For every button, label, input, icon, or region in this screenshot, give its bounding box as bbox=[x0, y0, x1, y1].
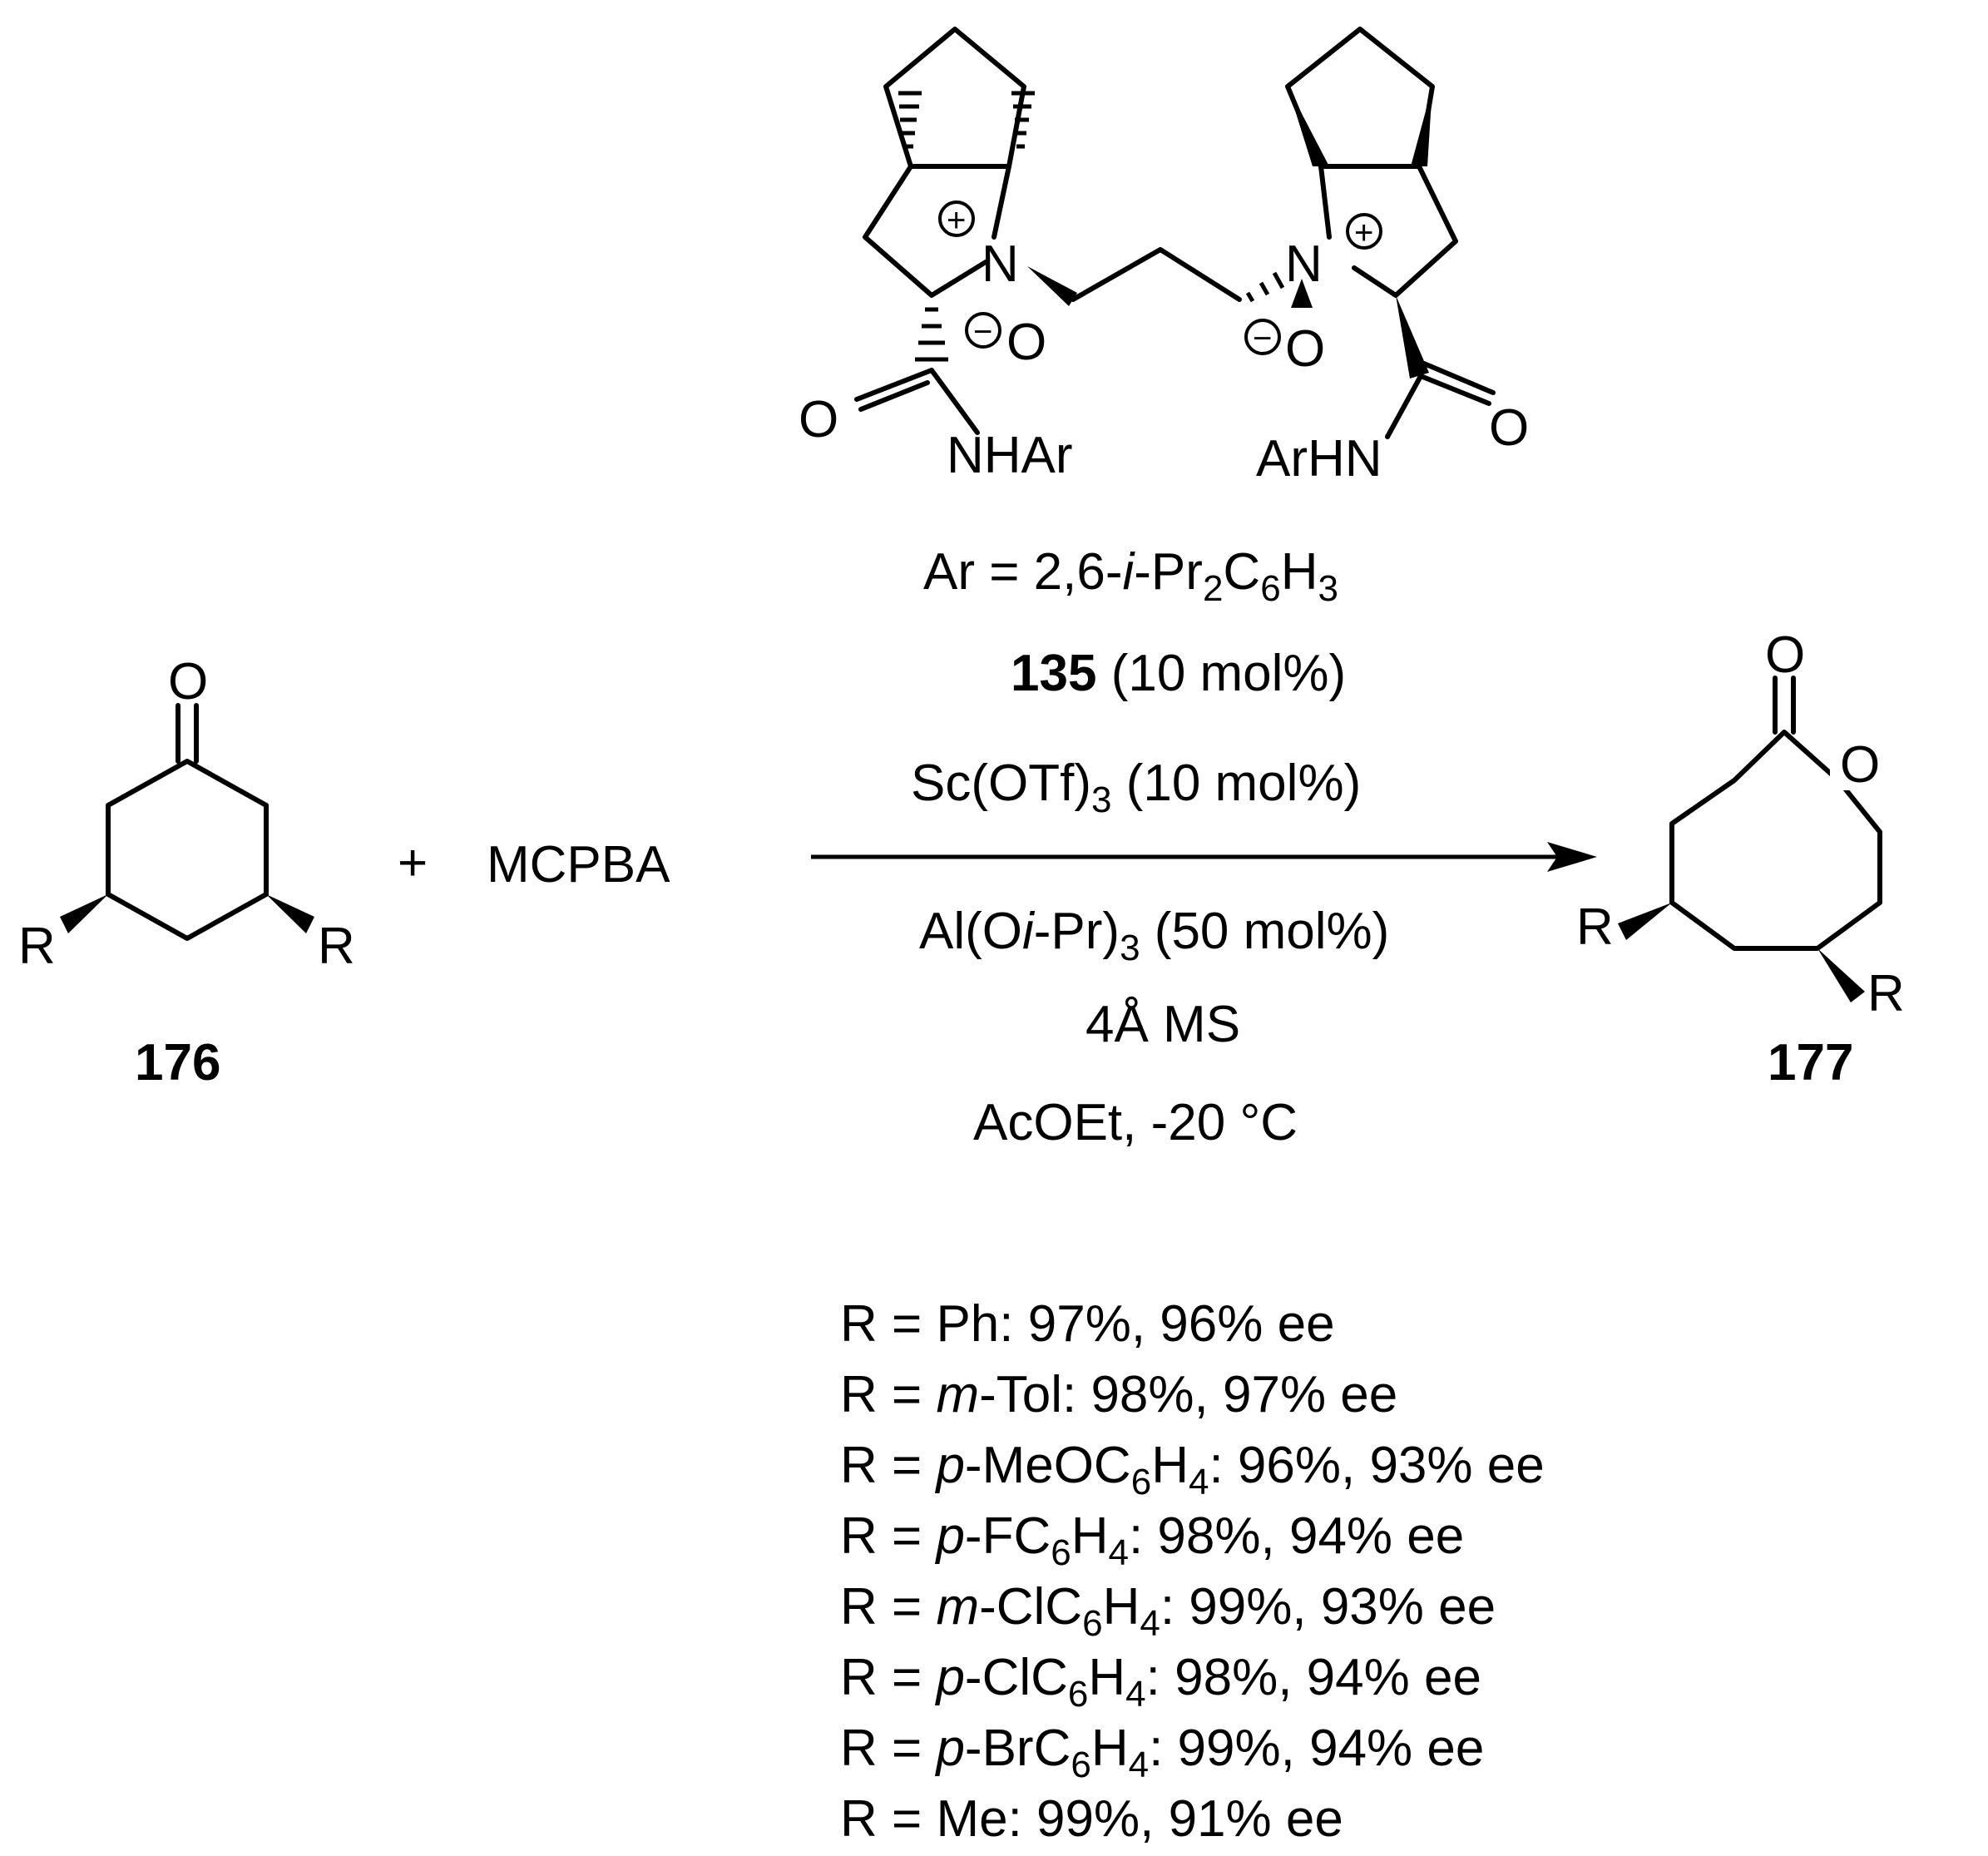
product-right-r: R bbox=[1867, 965, 1905, 1022]
substrate-left-r: R bbox=[18, 918, 56, 975]
reaction-arrow bbox=[811, 842, 1597, 872]
left-n-oxide-o: O bbox=[1006, 314, 1046, 371]
left-minus-charge: − bbox=[973, 314, 992, 350]
substrate-right-r-wedge bbox=[266, 894, 314, 933]
catalyst-structure: N + O − O NHAr N + O − O ArHN bbox=[799, 27, 1529, 488]
substrate-left-r-wedge bbox=[60, 894, 108, 933]
condition-solvent-temperature: AcOEt, -20 °C bbox=[973, 1094, 1298, 1151]
product-right-r-wedge bbox=[1817, 948, 1865, 1002]
condition-aluminum: Al(Oi-Pr)3 (50 mol%) bbox=[919, 903, 1389, 968]
left-plus-charge: + bbox=[947, 202, 966, 239]
ar-definition: Ar = 2,6-i-Pr2C6H3 bbox=[923, 543, 1338, 609]
ketone-oxygen: O bbox=[168, 653, 208, 710]
right-minus-charge-circle bbox=[1244, 319, 1281, 355]
reagent-mcpba: MCPBA bbox=[487, 836, 670, 893]
product-structure: O O R R bbox=[1576, 626, 1905, 1022]
left-pyrrolidine-ring bbox=[863, 164, 1011, 298]
lactone-ring bbox=[1669, 730, 1882, 951]
plus-sign: + bbox=[398, 834, 428, 892]
lactone-o-clearing bbox=[1830, 732, 1888, 790]
catalyst-label: 135 (10 mol%) bbox=[1011, 645, 1346, 702]
substrate-right-r: R bbox=[318, 918, 355, 975]
cyclohexanone-ring bbox=[106, 759, 269, 941]
right-n-oxide-o: O bbox=[1285, 320, 1325, 378]
right-fusion-wedge-1 bbox=[1288, 87, 1329, 166]
lactone-carbonyl-oxygen: O bbox=[1765, 626, 1805, 684]
left-amide-hash-bond bbox=[915, 307, 948, 362]
left-plus-charge-circle bbox=[938, 200, 975, 237]
substrate-structure: O R R bbox=[18, 653, 355, 975]
result-line: R = p-FC6H4: 98%, 94% ee bbox=[840, 1507, 1464, 1573]
right-n-linker-hash bbox=[1245, 271, 1285, 303]
product-left-r: R bbox=[1576, 898, 1614, 956]
right-pyrrolidine-ring bbox=[1318, 164, 1458, 298]
substrate-label: 176 bbox=[135, 1034, 220, 1091]
left-carbonyl-bonds bbox=[854, 368, 980, 435]
right-carbonyl-bonds bbox=[1385, 361, 1496, 439]
result-line: R = m-Tol: 98%, 97% ee bbox=[840, 1366, 1397, 1423]
left-minus-charge-circle bbox=[965, 312, 1001, 349]
right-carbonyl-o: O bbox=[1489, 399, 1529, 457]
results-list: R = Ph: 97%, 96% ee R = m-Tol: 98%, 97% e… bbox=[840, 1295, 1545, 1848]
left-cyclopentane-ring bbox=[883, 27, 1026, 169]
right-n-atom: N bbox=[1285, 235, 1323, 293]
ethylene-linker bbox=[1071, 247, 1242, 302]
left-fusion-hash-bonds bbox=[898, 91, 1035, 149]
result-line: R = p-BrC6H4: 99%, 94% ee bbox=[840, 1720, 1484, 1785]
left-carbonyl-o: O bbox=[799, 391, 838, 448]
result-line: R = p-ClC6H4: 98%, 94% ee bbox=[840, 1649, 1481, 1715]
left-nhar-group: NHAr bbox=[947, 427, 1073, 484]
right-fusion-wedge-2 bbox=[1411, 87, 1432, 166]
lactone-ring-oxygen: O bbox=[1840, 736, 1880, 794]
left-n-linker-wedge bbox=[1027, 266, 1077, 306]
right-plus-charge: + bbox=[1354, 215, 1373, 251]
right-n-oxide-wedge bbox=[1291, 279, 1313, 308]
condition-scandium: Sc(OTf)3 (10 mol%) bbox=[911, 755, 1361, 820]
right-minus-charge: − bbox=[1253, 320, 1272, 357]
right-plus-charge-circle bbox=[1346, 213, 1382, 250]
lactone-carbonyl-double-bond bbox=[1773, 676, 1796, 735]
result-line: R = Ph: 97%, 96% ee bbox=[840, 1295, 1335, 1353]
left-n-atom: N bbox=[982, 235, 1019, 293]
result-line: R = p-MeOC6H4: 96%, 93% ee bbox=[840, 1437, 1545, 1502]
product-left-r-wedge bbox=[1618, 903, 1672, 940]
right-arhn-group: ArHN bbox=[1256, 430, 1382, 488]
result-line: R = Me: 99%, 91% ee bbox=[840, 1790, 1343, 1848]
right-amide-wedge bbox=[1396, 295, 1429, 379]
condition-molecular-sieves: 4Å MS bbox=[1085, 996, 1240, 1053]
ketone-double-bond bbox=[176, 703, 199, 764]
product-label: 177 bbox=[1768, 1034, 1853, 1091]
result-line: R = m-ClC6H4: 99%, 93% ee bbox=[840, 1578, 1496, 1644]
